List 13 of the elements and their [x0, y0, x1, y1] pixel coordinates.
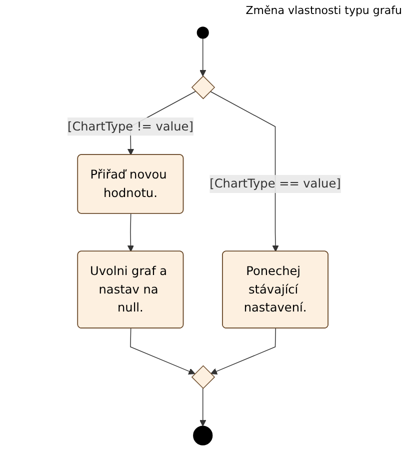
edge-label: [ChartType != value] [67, 119, 194, 134]
node-circle [196, 26, 209, 39]
arrow [199, 38, 206, 76]
arrow [199, 388, 206, 426]
arrow [130, 328, 195, 374]
node-diamond [191, 365, 215, 389]
node-caption: Změna vlastnosti typu grafu [244, 4, 402, 17]
arrow [210, 328, 276, 374]
arrow [210, 90, 279, 252]
arrow [127, 213, 134, 252]
edge-label: [ChartType == value] [209, 176, 341, 191]
node-diamond [191, 76, 215, 100]
node-circle [192, 426, 212, 446]
